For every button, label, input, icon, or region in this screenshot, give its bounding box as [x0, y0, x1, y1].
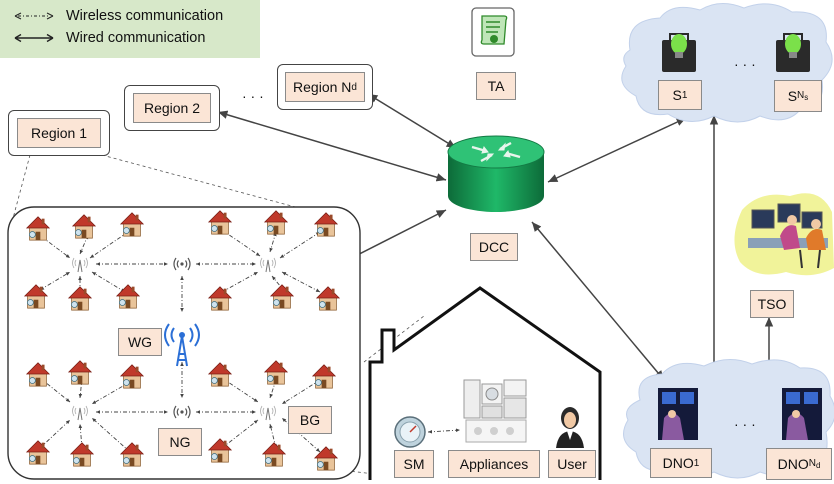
- bg-label: BG: [288, 406, 332, 434]
- region-1-label: Region 1: [17, 118, 101, 148]
- user-icon: [556, 407, 584, 448]
- wg-antenna-icon: [164, 323, 200, 367]
- wg-label: WG: [118, 328, 162, 356]
- region-1-box: Region 1: [8, 110, 110, 156]
- link-regionN-dcc: [367, 93, 457, 149]
- supplier-n-icon: [776, 33, 810, 72]
- legend-wireless: Wireless communication: [14, 8, 223, 24]
- tso-control-room-icon: [734, 193, 834, 276]
- solid-double-arrow-icon: [14, 33, 54, 43]
- ta-label: TA: [476, 72, 516, 100]
- suppliers-ellipsis: · · ·: [734, 56, 756, 72]
- legend-wireless-label: Wireless communication: [66, 8, 224, 24]
- link-region2-dcc: [217, 110, 447, 182]
- user-label: User: [548, 450, 596, 478]
- appliances-label: Appliances: [448, 450, 540, 478]
- dashed-double-arrow-icon: [14, 12, 54, 20]
- legend-wired: Wired communication: [14, 30, 205, 46]
- legend: Wireless communication Wired communicati…: [0, 0, 260, 58]
- dno-1-icon: [658, 388, 698, 440]
- supplier-1-icon: [662, 33, 696, 72]
- ng-label: NG: [158, 428, 202, 456]
- smart-meter-icon: [394, 416, 426, 448]
- region-2-box: Region 2: [124, 85, 220, 131]
- dcc-router-icon: [447, 135, 545, 212]
- dno-n-icon: [782, 388, 822, 440]
- sm-label: SM: [394, 450, 434, 478]
- ta-certificate-icon: [471, 7, 515, 57]
- regions-ellipsis: · · ·: [242, 88, 264, 104]
- link-dcc-s1: [547, 117, 687, 183]
- legend-wired-label: Wired communication: [66, 30, 206, 46]
- dcc-label: DCC: [470, 233, 518, 261]
- link-dcc-dno1: [531, 221, 665, 381]
- appliances-icon: [463, 379, 527, 443]
- dnos-ellipsis: · · ·: [734, 416, 756, 432]
- tso-label: TSO: [750, 290, 794, 318]
- region-2-label: Region 2: [133, 93, 211, 123]
